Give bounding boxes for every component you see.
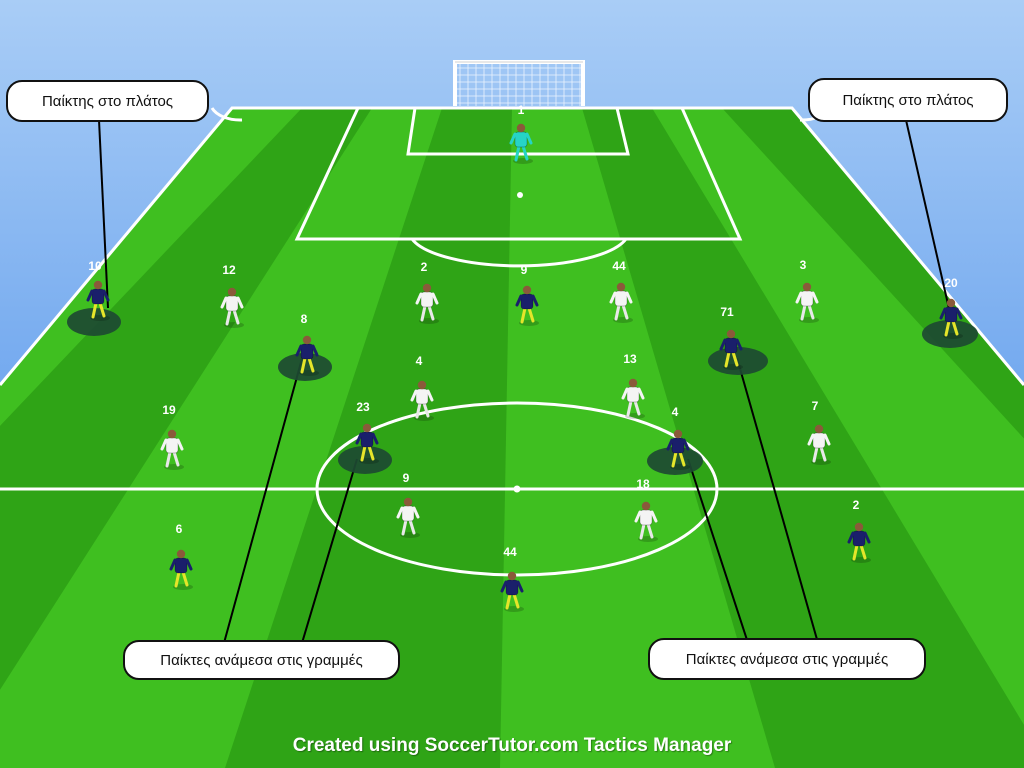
goal-area [406, 106, 630, 156]
pointer-between-left-8 [223, 354, 304, 644]
light-team-player-number: 19 [162, 403, 176, 417]
centre-spot [513, 485, 521, 493]
goalkeeper-player-number: 1 [518, 103, 525, 117]
dark-team-player-number: 44 [503, 545, 517, 559]
light-team-player-number: 2 [421, 260, 428, 274]
goal [453, 60, 585, 106]
penalty-arc [410, 238, 628, 268]
highlight-player-20 [922, 320, 978, 348]
pointer-wide-right [905, 119, 951, 314]
light-team-player-number: 3 [800, 258, 807, 272]
callout-wide-left: Παίκτης στο πλάτος [6, 80, 209, 122]
highlight-player-71 [708, 347, 768, 375]
centre-circle [315, 401, 719, 577]
light-team-player-2[interactable]: 2 [415, 260, 439, 324]
callout-between-left-text: Παίκτες ανάμεσα στις γραμμές [160, 651, 363, 669]
callout-pointer-lines [98, 119, 951, 644]
light-team-player-3[interactable]: 3 [795, 258, 819, 323]
dark-team-player-10[interactable]: 10 [86, 259, 110, 321]
pointer-between-right-4 [687, 458, 749, 644]
highlight-player-23 [338, 446, 392, 474]
light-team-player-13[interactable]: 13 [621, 352, 645, 419]
light-team-player-number: 13 [623, 352, 637, 366]
dark-team-player-44[interactable]: 44 [500, 545, 524, 612]
pitch-markings [0, 106, 1024, 577]
light-team-player-19[interactable]: 19 [160, 403, 184, 470]
light-team-player-4[interactable]: 4 [410, 354, 434, 421]
dark-team-player-6[interactable]: 6 [169, 522, 193, 590]
light-team-player-9[interactable]: 9 [396, 471, 420, 538]
light-team-player-number: 44 [612, 259, 626, 273]
dark-team-player-4[interactable]: 4 [666, 405, 690, 470]
light-team-player-44[interactable]: 44 [609, 259, 633, 323]
dark-team-player-number: 6 [176, 522, 183, 536]
callout-between-left: Παίκτες ανάμεσα στις γραμμές [123, 640, 400, 680]
dark-team-player-number: 8 [301, 312, 308, 326]
dark-team-player-8[interactable]: 8 [295, 312, 319, 376]
highlight-player-10 [67, 308, 121, 336]
dark-team-player-number: 10 [88, 259, 102, 273]
credit-text: Created using SoccerTutor.com Tactics Ma… [292, 735, 732, 756]
dark-team-player-23[interactable]: 23 [355, 400, 379, 464]
dark-team-player-number: 4 [672, 405, 679, 419]
penalty-spot [517, 192, 523, 198]
light-team-player-12[interactable]: 12 [220, 263, 244, 328]
callout-between-right-text: Παίκτες ανάμεσα στις γραμμές [685, 650, 889, 668]
callout-wide-right-text: Παίκτης στο πλάτος [842, 91, 974, 109]
light-team-player-number: 18 [636, 477, 650, 491]
dark-team-player-number: 20 [944, 276, 958, 290]
pointer-between-right-71 [736, 357, 819, 644]
light-team-player-number: 4 [416, 354, 423, 368]
light-team-player-number: 9 [403, 471, 410, 485]
goalkeeper-player-1[interactable]: 1 [509, 103, 533, 164]
highlight-player-8 [278, 353, 332, 381]
pointer-between-left-23 [301, 458, 358, 644]
pointer-wide-left [98, 119, 109, 309]
light-team-player-number: 7 [812, 399, 819, 413]
callout-wide-right: Παίκτης στο πλάτος [808, 78, 1008, 122]
light-team-player-number: 12 [222, 263, 236, 277]
callout-between-right: Παίκτες ανάμεσα στις γραμμές [648, 638, 926, 680]
dark-team-player-number: 9 [521, 263, 528, 277]
dark-team-player-2[interactable]: 2 [847, 498, 871, 563]
light-team-player-18[interactable]: 18 [634, 477, 658, 542]
dark-team-player-number: 71 [720, 305, 734, 319]
grass-stripe [0, 108, 372, 768]
dark-team-player-number: 2 [853, 498, 860, 512]
corner-arc-left [210, 107, 243, 122]
dark-team-player-number: 23 [356, 400, 370, 414]
dark-team-player-71[interactable]: 71 [719, 305, 743, 370]
players: 12 2 44 3 4 13 19 7 9 18 10 9 20 8 71 23 4 6 44 2 1 [86, 103, 963, 612]
callout-wide-left-text: Παίκτης στο πλάτος [41, 92, 174, 110]
dark-team-player-9[interactable]: 9 [515, 263, 539, 326]
dark-team-player-20[interactable]: 20 [939, 276, 963, 339]
light-team-player-7[interactable]: 7 [807, 399, 831, 465]
